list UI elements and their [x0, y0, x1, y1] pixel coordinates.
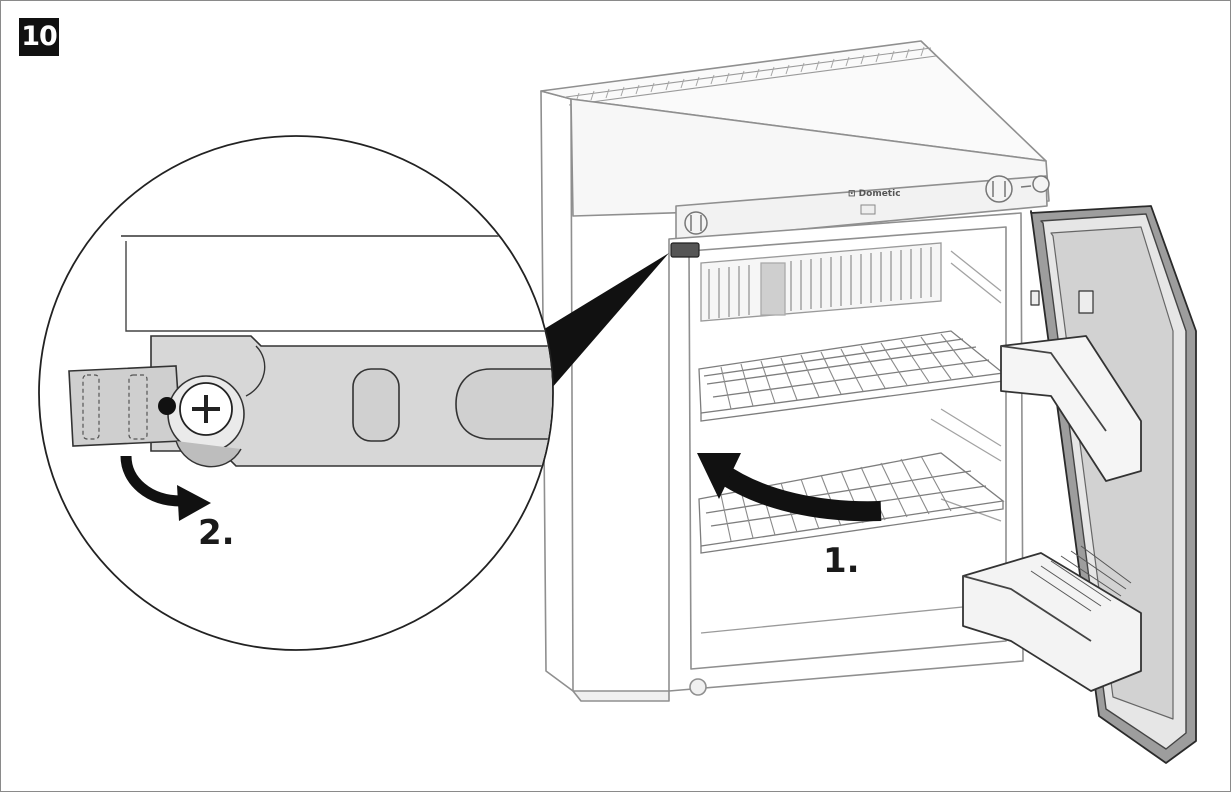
brand-logo-text: ⊡ Dometic [848, 189, 901, 199]
step-1-label: 1. [823, 541, 860, 581]
crisper-edge [700, 602, 1004, 634]
arrow-close-door [697, 453, 882, 522]
step-2-label: 2. [198, 513, 235, 553]
fridge-cabinet [540, 40, 1050, 702]
control-knob-left [684, 211, 708, 235]
figure-number-badge: 10 [19, 18, 59, 56]
fridge-interior [700, 242, 1002, 522]
logo-plate [860, 204, 876, 215]
hinge-detail [670, 242, 700, 258]
fridge-door [962, 205, 1197, 764]
hinge-zoom-detail [68, 235, 552, 521]
control-knob-right [985, 175, 1050, 203]
